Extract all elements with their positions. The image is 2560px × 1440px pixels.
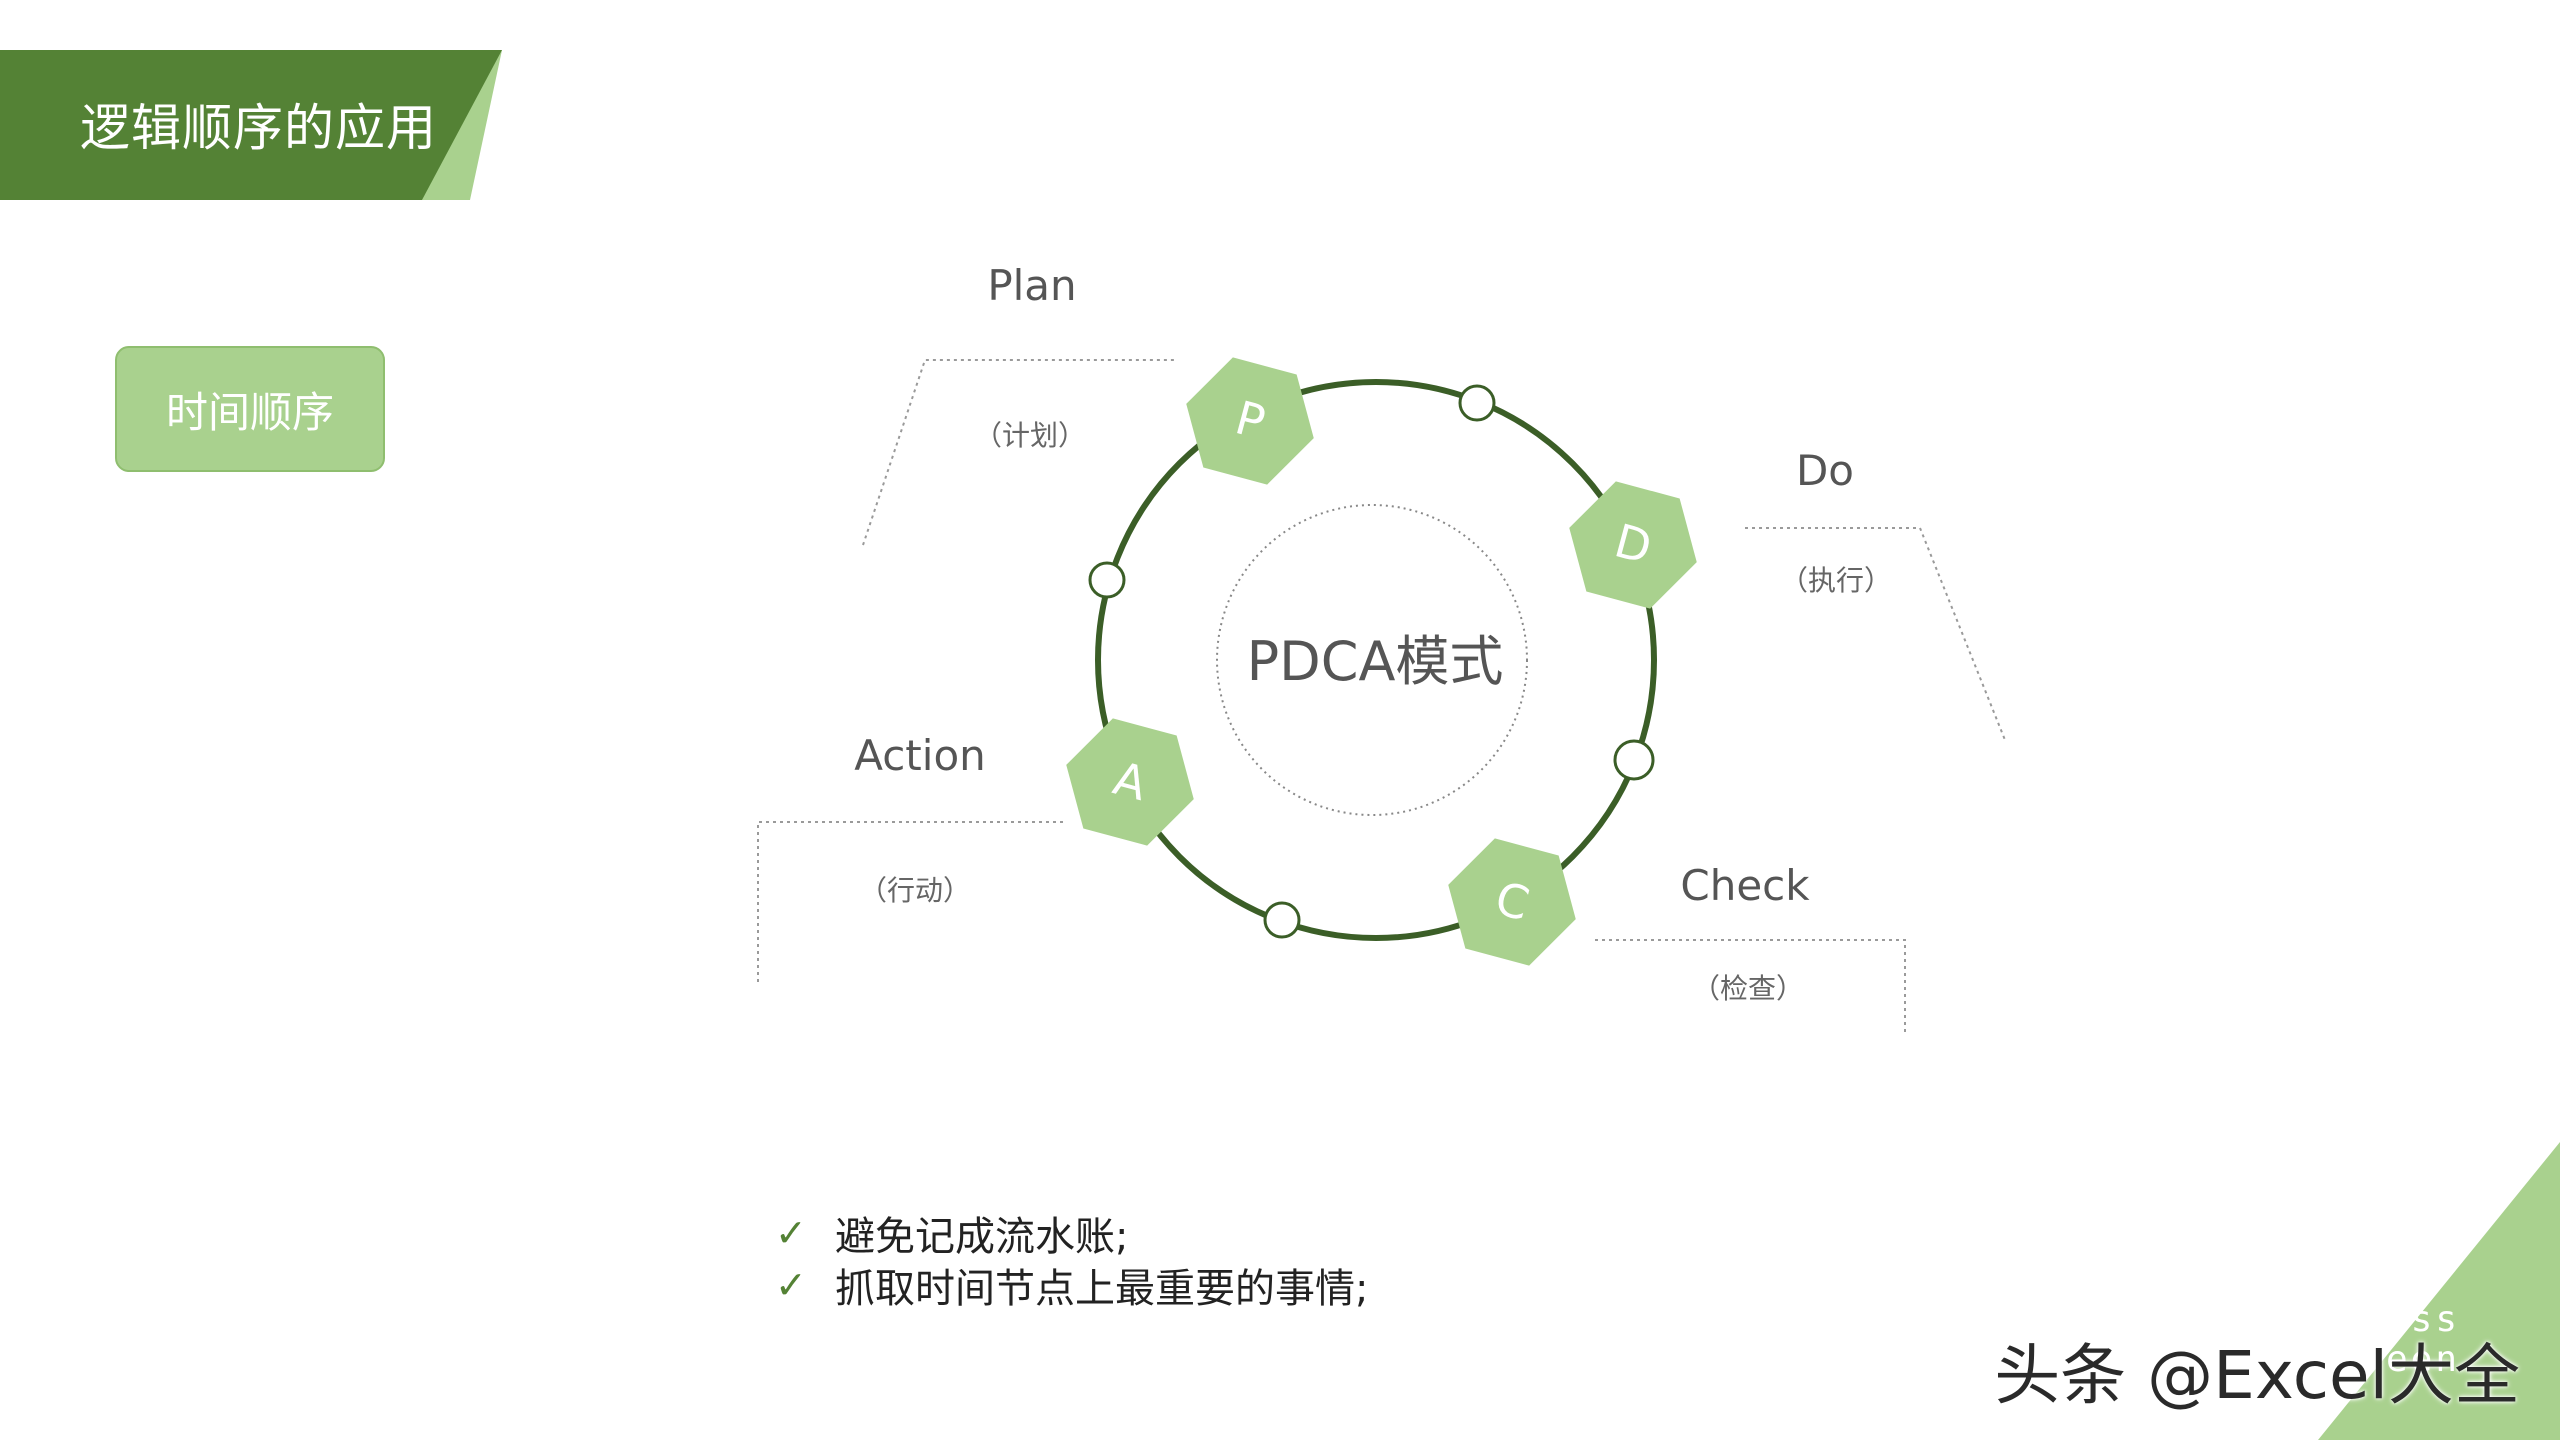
stage-c-hexagon[interactable]: C — [1433, 830, 1590, 974]
list-item: ✓ 抓取时间节点上最重要的事情; — [775, 1259, 1369, 1312]
center-dotted-circle — [1216, 504, 1528, 816]
ring-node — [1263, 901, 1301, 939]
page-title: 逻辑顺序的应用 — [80, 99, 437, 157]
stage-p-name: Plan — [987, 261, 1076, 310]
plan-leader-line — [862, 359, 1175, 546]
center-label: PDCA模式 — [1247, 630, 1504, 693]
title-banner — [0, 50, 502, 200]
action-leader-line — [757, 821, 1065, 982]
corner-brand-line: Green — [2336, 1339, 2460, 1380]
time-order-button[interactable]: 时间顺序 — [115, 346, 385, 472]
check-leader-line — [1595, 939, 1906, 1035]
stage-c-name: Check — [1680, 861, 1810, 910]
stage-d-name: Do — [1796, 446, 1854, 495]
bullet-list: ✓ 避免记成流水账; ✓ 抓取时间节点上最重要的事情; — [775, 1207, 1369, 1312]
bullet-text: 避免记成流水账; — [835, 1214, 1129, 1260]
stage-a-name: Action — [854, 731, 986, 780]
corner-brand-line: Miss — [2361, 1299, 2460, 1340]
ring-node — [1088, 561, 1126, 599]
title-banner-fill — [0, 50, 502, 200]
bullet-text: 抓取时间节点上最重要的事情; — [835, 1266, 1369, 1312]
stage-d-sub: （执行） — [1780, 564, 1892, 597]
stage-a-hexagon[interactable]: A — [1051, 710, 1208, 854]
stage-p-sub: （计划） — [974, 419, 1086, 452]
pdca-ring — [1095, 379, 1657, 941]
stage-d-hexagon[interactable]: D — [1554, 473, 1711, 617]
watermark: 头条 @Excel大全 — [1994, 1337, 2520, 1414]
list-item: ✓ 避免记成流水账; — [775, 1207, 1368, 1260]
stage-c-sub: （检查） — [1692, 972, 1804, 1005]
ring-node — [1458, 384, 1496, 422]
corner-brand: Miss Green — [2337, 1300, 2460, 1380]
do-leader-line — [1745, 527, 2006, 741]
check-icon: ✓ — [775, 1263, 807, 1307]
ring-node — [1613, 739, 1655, 781]
check-icon: ✓ — [775, 1211, 807, 1255]
stage-p-hexagon[interactable]: P — [1171, 349, 1328, 493]
stage-a-sub: （行动） — [859, 874, 971, 907]
